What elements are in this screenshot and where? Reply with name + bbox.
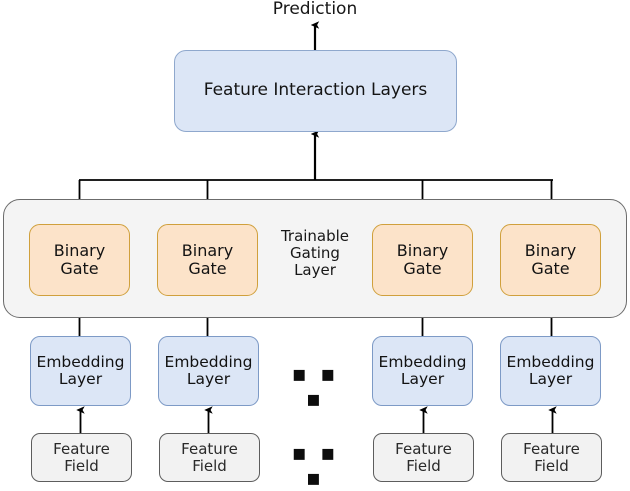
prediction-label: Prediction	[272, 0, 358, 19]
embedding-layer-2: Embedding Layer	[158, 336, 259, 406]
binary-gate-2: Binary Gate	[157, 224, 258, 296]
embedding-layer-1: Embedding Layer	[30, 336, 131, 406]
feature-field-row-ellipsis: ▪ ▪ ▪	[291, 441, 339, 491]
architecture-diagram: Prediction Feature Interaction Layers Bi…	[3, 0, 627, 491]
binary-gate-3: Binary Gate	[372, 224, 473, 296]
feature-field-2: Feature Field	[159, 433, 260, 482]
embedding-row-ellipsis: ▪ ▪ ▪	[291, 362, 339, 412]
embedding-layer-3: Embedding Layer	[372, 336, 473, 406]
feature-field-4: Feature Field	[501, 433, 602, 482]
feature-field-3: Feature Field	[373, 433, 474, 482]
embedding-layer-4: Embedding Layer	[500, 336, 601, 406]
trainable-gating-layer-caption: Trainable Gating Layer	[280, 227, 350, 280]
feature-field-1: Feature Field	[31, 433, 132, 482]
binary-gate-1: Binary Gate	[29, 224, 130, 296]
feature-interaction-layers-block: Feature Interaction Layers	[174, 50, 457, 132]
binary-gate-4: Binary Gate	[500, 224, 601, 296]
